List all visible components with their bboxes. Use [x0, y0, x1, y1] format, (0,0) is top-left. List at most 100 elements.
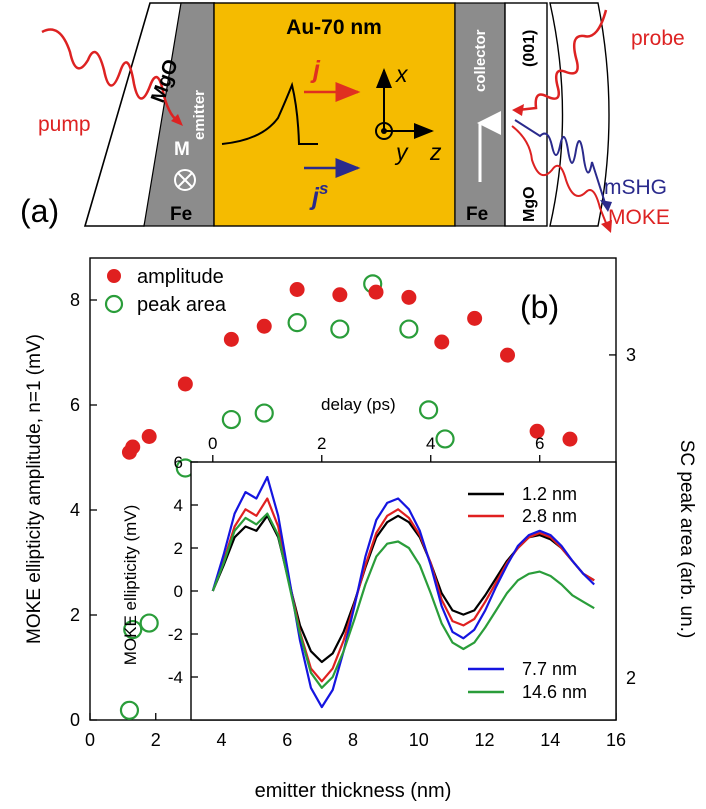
main-x-tick-label: 8 — [348, 730, 358, 750]
peak-area-point — [119, 700, 140, 720]
main-y-right-axis-label: SC peak area (arb. un.) — [676, 440, 697, 639]
panel-a-label: (a) — [20, 193, 59, 229]
peak-area-point — [330, 319, 350, 339]
peak-area-point — [435, 429, 455, 449]
peak-area-point — [139, 613, 159, 633]
probe-pulse-icon — [517, 9, 608, 112]
inset-x-tick-label: 0 — [208, 434, 217, 453]
pump-label: pump — [38, 113, 91, 136]
probe-arrow-icon — [512, 104, 524, 116]
main-y-axis-label: MOKE ellipticity amplitude, n=1 (mV) — [24, 334, 45, 644]
legend-label-amplitude: amplitude — [137, 266, 224, 288]
amplitude-point — [177, 376, 193, 392]
inset-y-tick-label: 6 — [174, 453, 183, 472]
amplitude-point — [141, 429, 157, 444]
inset-y-tick-label: -4 — [168, 668, 183, 687]
inset-legend: 1.2 nm 2.8 nm 7.7 nm 14.6 nm — [468, 484, 587, 702]
amplitude-point — [332, 287, 348, 303]
fe-right-label: Fe — [466, 204, 488, 225]
mshg-arrow-icon — [600, 200, 612, 212]
magnetization-into-page-icon — [174, 169, 196, 191]
legend-label-peak-area: peak area — [137, 294, 227, 316]
fe-left-label: Fe — [170, 204, 192, 225]
amplitude-point — [434, 334, 450, 350]
au-layer — [213, 2, 456, 227]
main-x-tick-label: 6 — [282, 730, 292, 750]
amplitude-point — [467, 310, 483, 326]
peak-area-point — [399, 319, 419, 339]
inset-x-tick-label: 2 — [317, 434, 326, 453]
inset-chart: 0 2 4 6 -4 -2 0 2 4 6 delay (ps) MOKE ellipticity… — [121, 395, 617, 721]
amplitude-point — [401, 289, 417, 305]
main-legend: amplitude peak area — [104, 266, 227, 316]
inset-series-7-7-nm — [211, 475, 595, 709]
peak-area-point — [287, 313, 307, 333]
axis-y-label: y — [394, 139, 409, 165]
moke-pulse-icon — [511, 125, 609, 229]
amplitude-point — [500, 347, 516, 363]
coordinate-axes-icon — [375, 68, 434, 140]
main-x-tick-label: 2 — [151, 730, 161, 750]
probe-label: probe — [631, 27, 685, 50]
schematic-panel: pump MgO emitter M Fe (a) Au-70 nm j js … — [20, 2, 685, 233]
peak-area-point — [221, 409, 241, 430]
amplitude-point — [289, 282, 305, 297]
inset-axis-ticks: 0 2 4 6 -4 -2 0 2 4 6 — [168, 434, 545, 687]
mgo-cap-right — [504, 2, 548, 227]
main-y-tick-label: 0 — [70, 710, 80, 730]
legend-label-2-8nm: 2.8 nm — [522, 506, 577, 526]
emitter-label: emitter — [191, 90, 208, 140]
panel-b-label: (b) — [520, 289, 559, 325]
moke-label: MOKE — [608, 206, 670, 229]
mshg-label: mSHG — [604, 176, 667, 199]
main-y-right-tick-label: 3 — [626, 345, 636, 365]
main-x-tick-label: 12 — [474, 730, 494, 750]
inset-y-tick-label: 0 — [174, 582, 183, 601]
moke-arrow-icon — [601, 220, 612, 233]
au-layer-label: Au-70 nm — [286, 16, 382, 39]
main-y-tick-label: 8 — [70, 290, 80, 310]
inset-x-tick-label: 6 — [535, 434, 544, 453]
main-x-tick-label: 0 — [85, 730, 95, 750]
main-y-tick-label: 6 — [70, 395, 80, 415]
inset-y-tick-label: 4 — [174, 496, 183, 515]
current-pulse-shape-icon — [221, 81, 318, 145]
inset-x-tick-label: 4 — [426, 434, 435, 453]
mshg-pulse-icon — [514, 119, 607, 207]
legend-label-7-7nm: 7.7 nm — [522, 659, 577, 679]
pump-arrow-icon — [171, 114, 183, 126]
amplitude-point — [529, 423, 545, 439]
peak-area-point — [254, 403, 274, 423]
mgo-right-label: MgO — [521, 186, 538, 222]
amplitude-point — [223, 331, 239, 347]
substrate-orientation-label: (001) — [521, 30, 538, 67]
inset-x-axis-label: delay (ps) — [321, 395, 396, 414]
magnetization-label: M — [174, 139, 190, 160]
main-x-axis-label: emitter thickness (nm) — [255, 780, 452, 802]
amplitude-point — [562, 431, 578, 447]
peak-area-point — [123, 619, 143, 640]
inset-series-2-8-nm — [211, 497, 595, 683]
axis-z-label: z — [429, 139, 442, 165]
main-x-tick-label: 16 — [606, 730, 626, 750]
legend-marker-peak-area — [104, 294, 124, 314]
main-y-tick-label: 4 — [70, 500, 80, 520]
amplitude-point — [256, 318, 272, 334]
legend-label-1-2nm: 1.2 nm — [522, 484, 577, 504]
inset-y-tick-label: -2 — [168, 625, 183, 644]
current-j-label: j — [310, 56, 321, 84]
legend-marker-amplitude — [107, 269, 121, 283]
axis-x-label: x — [395, 61, 409, 87]
inset-y-axis-label: MOKE ellipticity (mV) — [121, 505, 140, 666]
pump-pulse-icon — [41, 28, 181, 124]
peak-area-point — [419, 400, 439, 420]
main-x-tick-label: 10 — [409, 730, 429, 750]
main-y-right-tick-label: 2 — [626, 668, 636, 688]
inset-y-tick-label: 2 — [174, 539, 183, 558]
inset-series-lines — [211, 475, 595, 709]
collector-label: collector — [472, 29, 489, 92]
amplitude-point — [368, 284, 384, 300]
